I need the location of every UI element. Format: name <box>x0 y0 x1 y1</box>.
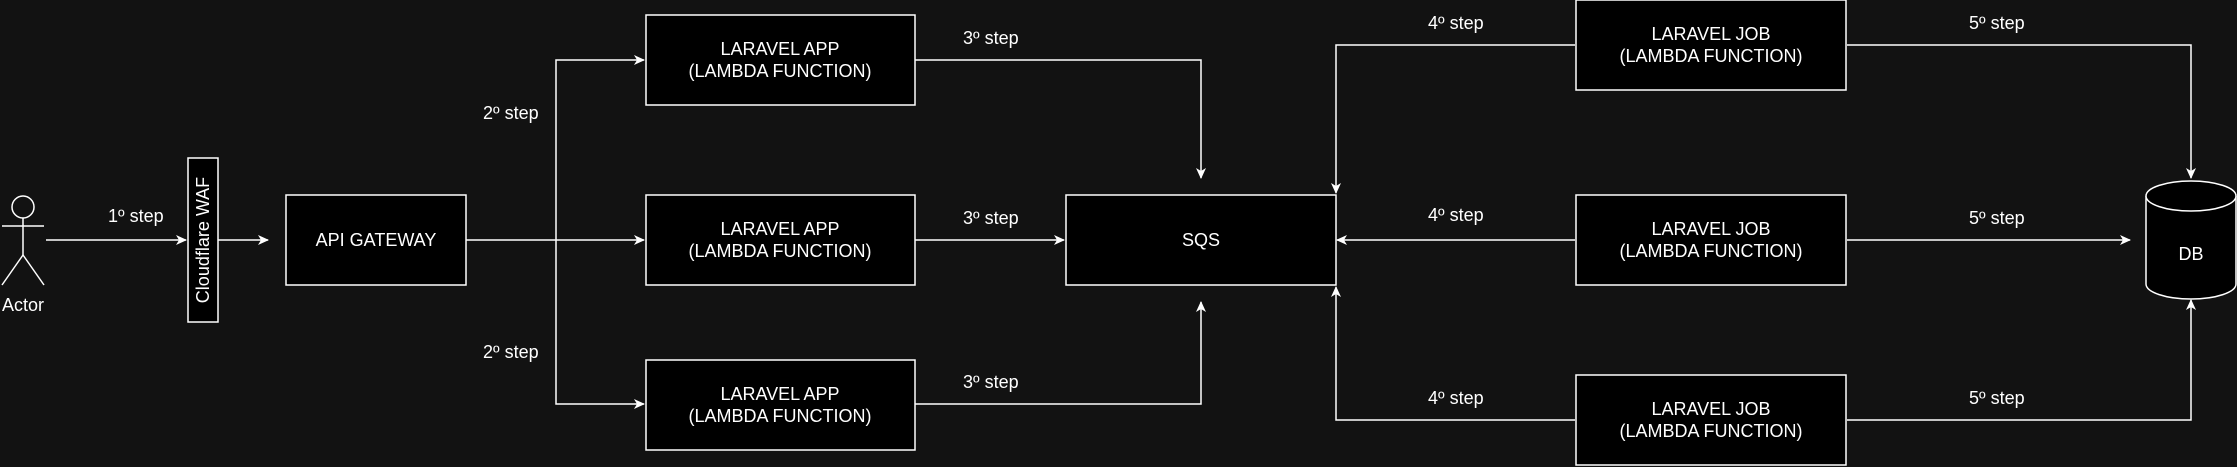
waf-label: Cloudflare WAF <box>193 177 213 303</box>
stick-figure-icon <box>1 195 45 286</box>
database-cylinder-icon <box>2145 180 2237 300</box>
edge-gateway-to-app-bottom <box>555 240 645 409</box>
sqs-label: SQS <box>1182 230 1220 250</box>
laravel-app-node-top: LARAVEL APP (LAMBDA FUNCTION) <box>645 14 916 106</box>
waf-node: Cloudflare WAF <box>187 157 219 323</box>
edge-job-top-to-sqs <box>1331 44 1575 194</box>
laravel-app-subtitle: (LAMBDA FUNCTION) <box>688 406 871 426</box>
step-label-5-top: 5º step <box>1969 13 2025 33</box>
api-gateway-label: API GATEWAY <box>316 230 437 250</box>
step-label-3-top: 3º step <box>963 28 1019 48</box>
laravel-app-subtitle: (LAMBDA FUNCTION) <box>688 61 871 81</box>
laravel-job-subtitle: (LAMBDA FUNCTION) <box>1619 46 1802 66</box>
edge-job-bottom-to-db <box>1847 299 2196 421</box>
db-node: DB <box>2145 180 2237 300</box>
laravel-job-title: LARAVEL JOB <box>1651 24 1770 44</box>
db-label: DB <box>2178 244 2203 264</box>
step-label-5-bottom: 5º step <box>1969 388 2025 408</box>
laravel-job-node-bottom: LARAVEL JOB (LAMBDA FUNCTION) <box>1575 374 1847 466</box>
step-label-4-bottom: 4º step <box>1428 388 1484 408</box>
step-label-4-top: 4º step <box>1428 13 1484 33</box>
step-label-2-top: 2º step <box>483 103 539 123</box>
step-label-3-bottom: 3º step <box>963 372 1019 392</box>
edge-gateway-to-app-top <box>555 55 645 240</box>
laravel-job-title: LARAVEL JOB <box>1651 399 1770 419</box>
edge-job-bottom-to-sqs <box>1331 286 1575 421</box>
actor-label: Actor <box>2 295 44 315</box>
edge-app-top-to-sqs <box>915 59 1206 179</box>
laravel-job-subtitle: (LAMBDA FUNCTION) <box>1619 241 1802 261</box>
laravel-job-title: LARAVEL JOB <box>1651 219 1770 239</box>
api-gateway-node: API GATEWAY <box>285 194 467 286</box>
edge-job-top-to-db <box>1847 44 2196 179</box>
laravel-app-node-middle: LARAVEL APP (LAMBDA FUNCTION) <box>645 194 916 286</box>
laravel-app-title: LARAVEL APP <box>720 39 839 59</box>
step-label-3-middle: 3º step <box>963 208 1019 228</box>
step-label-4-middle: 4º step <box>1428 205 1484 225</box>
laravel-job-subtitle: (LAMBDA FUNCTION) <box>1619 421 1802 441</box>
laravel-app-title: LARAVEL APP <box>720 219 839 239</box>
edge-app-bottom-to-sqs <box>915 301 1206 405</box>
laravel-job-node-middle: LARAVEL JOB (LAMBDA FUNCTION) <box>1575 194 1847 286</box>
laravel-app-title: LARAVEL APP <box>720 384 839 404</box>
laravel-app-subtitle: (LAMBDA FUNCTION) <box>688 241 871 261</box>
step-label-2-bottom: 2º step <box>483 342 539 362</box>
laravel-app-node-bottom: LARAVEL APP (LAMBDA FUNCTION) <box>645 359 916 451</box>
actor-node: Actor <box>1 195 45 315</box>
step-label-5-middle: 5º step <box>1969 208 2025 228</box>
laravel-job-node-top: LARAVEL JOB (LAMBDA FUNCTION) <box>1575 0 1847 91</box>
sqs-node: SQS <box>1065 194 1337 286</box>
step-label-1: 1º step <box>108 206 164 226</box>
